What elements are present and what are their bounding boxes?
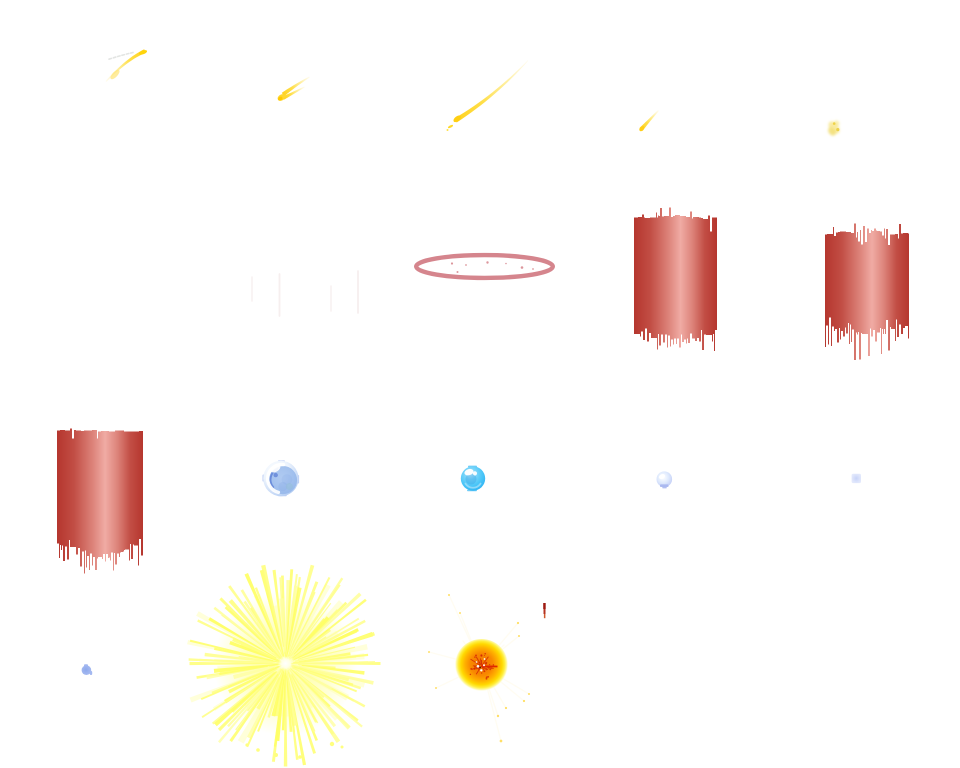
launch-streak-1 [105,49,148,82]
tube-burst-3 [57,428,143,574]
launch-streak-5 [828,120,840,136]
smoke-wisps [251,270,359,317]
bubble-small [656,471,673,489]
starburst [187,564,381,767]
red-dash [543,603,546,619]
launch-streak-3 [446,60,529,131]
tube-burst-1 [634,207,717,351]
bubble-large [262,460,300,497]
particle-dot [81,664,93,675]
glow-ball [428,593,531,743]
tube-burst-2 [825,223,909,361]
launch-streak-4 [639,110,659,132]
launch-streak-2 [277,76,310,101]
bubble-tiny [851,473,861,484]
smoke-ring [414,252,556,281]
bubble-medium [460,465,486,492]
